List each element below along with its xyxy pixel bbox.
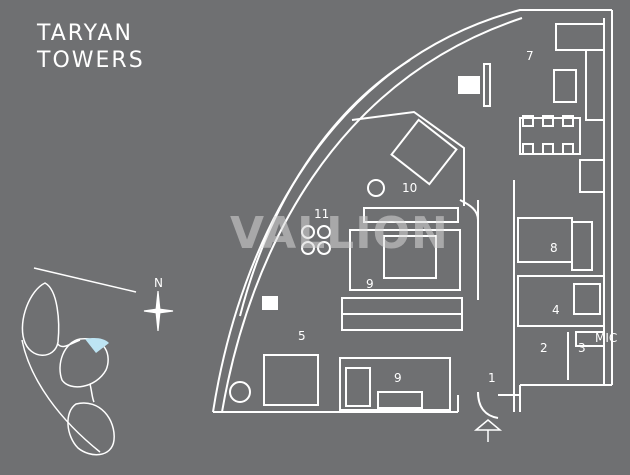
room-label-9a: 9 (366, 277, 374, 291)
mic-label: MIC (595, 331, 617, 345)
site-plan (21, 267, 137, 456)
floor-plan-walls (212, 9, 613, 419)
compass-icon (143, 290, 174, 332)
brand-logo: TARYAN TOWERS (37, 20, 145, 74)
room-label-9b: 9 (394, 371, 402, 385)
room-label-3: 3 (578, 341, 586, 355)
compass-north-label: N (154, 276, 163, 290)
room-label-11: 11 (314, 207, 329, 221)
room-label-5: 5 (298, 329, 306, 343)
watermark: VALLION (230, 208, 449, 259)
room-label-8: 8 (550, 241, 558, 255)
entry-arrow-icon (473, 419, 503, 442)
room-label-4: 4 (552, 303, 560, 317)
room-label-7: 7 (526, 49, 534, 63)
solid-furniture (262, 76, 480, 310)
room-label-1: 1 (488, 371, 496, 385)
brand-line-1: TARYAN (37, 21, 133, 46)
room-label-2: 2 (540, 341, 548, 355)
room-label-10: 10 (402, 181, 417, 195)
brand-line-2: TOWERS (37, 48, 145, 73)
highlight-wedge (85, 338, 109, 353)
